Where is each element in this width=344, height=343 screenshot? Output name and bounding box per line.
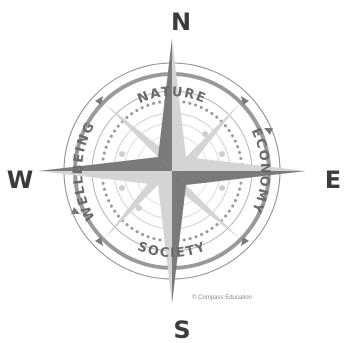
dot — [119, 185, 125, 191]
arrow-icon — [264, 128, 273, 135]
dot — [219, 151, 225, 157]
star-point-s-dark — [172, 171, 186, 304]
star-point-e-light — [172, 157, 306, 171]
cardinal-south: S — [173, 316, 190, 343]
star-point-w-light — [38, 171, 172, 185]
dot — [219, 185, 225, 191]
cardinal-west: W — [7, 166, 33, 194]
cardinal-north: N — [171, 8, 191, 36]
star-point-e-dark — [172, 171, 306, 185]
star-point-s-light — [158, 171, 172, 304]
dot — [119, 151, 125, 157]
arrow-icon — [71, 207, 80, 214]
cardinal-east: E — [325, 166, 341, 194]
copyright-text: © Compass Education — [192, 294, 252, 301]
star-point-n-light — [172, 38, 186, 171]
star-point-w-dark — [38, 157, 172, 171]
star-point-n-dark — [158, 38, 172, 171]
